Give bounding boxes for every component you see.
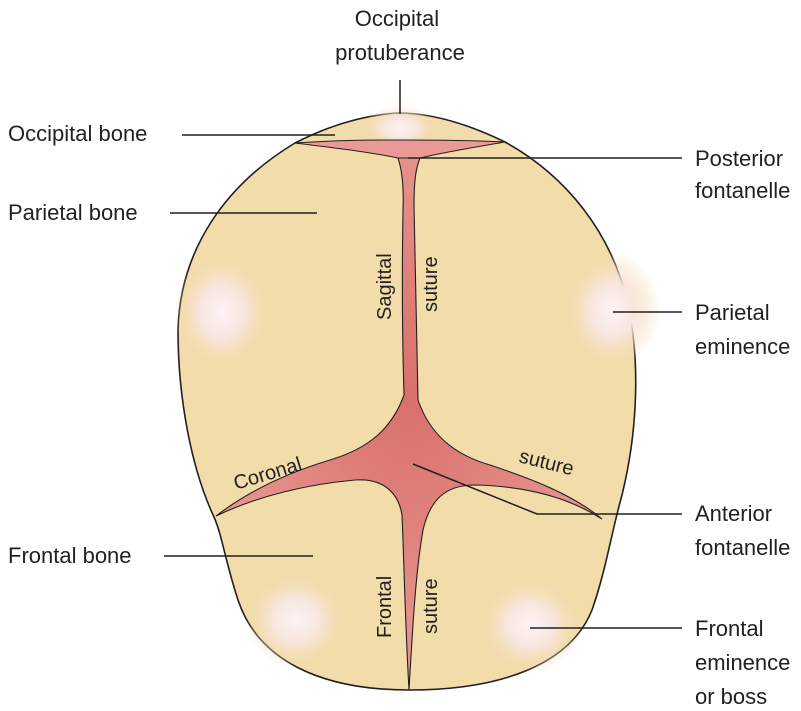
frontal-suture-label-left: Frontal (374, 576, 396, 638)
occipital-protuberance-highlight (362, 106, 438, 150)
label-occipital-bone: Occipital bone (8, 121, 147, 146)
label-posterior-fontanelle: Posterior fontanelle (695, 146, 790, 203)
lambdoid-suture (294, 139, 506, 159)
frontal-suture-label-right: suture (420, 578, 442, 634)
label-parietal-bone: Parietal bone (8, 200, 138, 225)
label-parietal-eminence: Parietal eminence (695, 300, 790, 359)
label-anterior-fontanelle-line2: fontanelle (695, 535, 790, 560)
label-posterior-fontanelle-line1: Posterior (695, 146, 783, 171)
label-anterior-fontanelle: Anterior fontanelle (695, 501, 790, 560)
label-frontal-bone: Frontal bone (8, 543, 132, 568)
label-frontal-eminence: Frontal eminence or boss (695, 616, 797, 709)
label-occipital-protuberance: Occipital protuberance (335, 6, 465, 65)
right-frontal-eminence (478, 577, 582, 673)
label-frontal-eminence-line3: or boss (695, 684, 767, 709)
label-occipital-protuberance-line2: protuberance (335, 40, 465, 65)
label-parietal-eminence-line2: eminence (695, 334, 790, 359)
label-posterior-fontanelle-line2: fontanelle (695, 178, 790, 203)
left-parietal-eminence (174, 254, 270, 370)
anterior-fontanelle (215, 157, 603, 691)
leader-anterior-fontanelle (412, 463, 682, 515)
label-anterior-fontanelle-line1: Anterior (695, 501, 772, 526)
label-frontal-eminence-line1: Frontal (695, 616, 763, 641)
label-frontal-eminence-line2: eminence (695, 650, 790, 675)
left-frontal-eminence (246, 572, 346, 668)
sagittal-suture-label-right: suture (420, 256, 442, 312)
label-parietal-eminence-line1: Parietal (695, 300, 770, 325)
label-occipital-protuberance-line1: Occipital (355, 6, 439, 31)
right-parietal-eminence (564, 252, 660, 368)
sagittal-suture-label-left: Sagittal (374, 253, 396, 320)
